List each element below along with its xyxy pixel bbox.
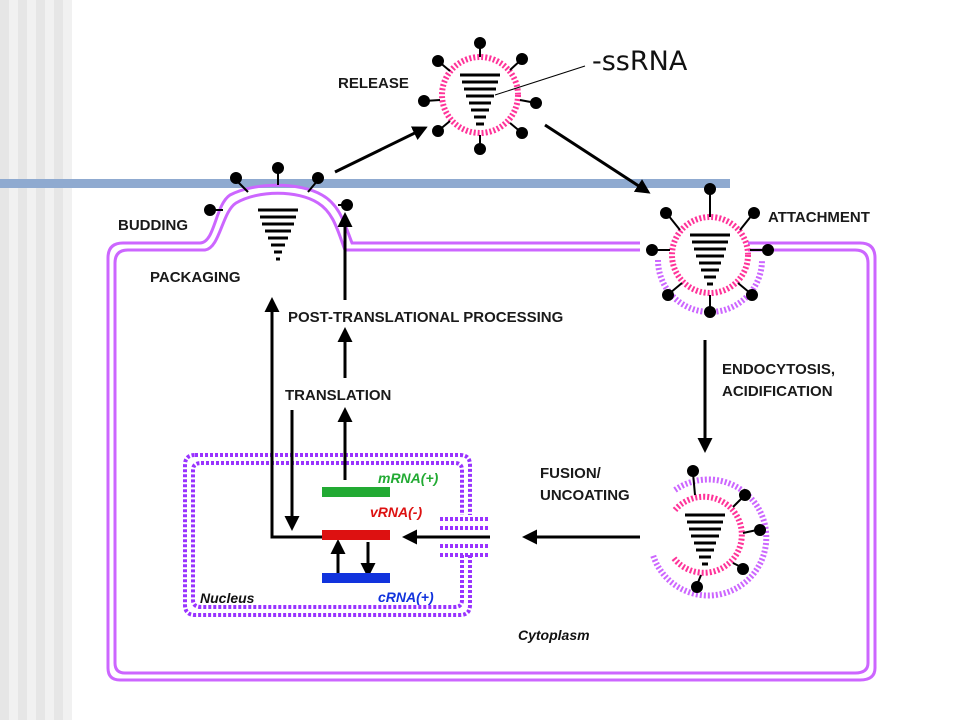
label-attachment: ATTACHMENT (768, 209, 870, 226)
nucleus-membrane (183, 453, 490, 617)
label-fusion: FUSION/ (540, 465, 602, 482)
label-acidification: ACIDIFICATION (722, 383, 833, 400)
label-mrna: mRNA(+) (378, 470, 439, 486)
slide-background (0, 0, 72, 720)
virion-release (418, 37, 542, 155)
label-nucleus: Nucleus (200, 590, 255, 606)
virus-life-cycle-diagram (72, 0, 960, 720)
label-budding: BUDDING (118, 217, 188, 234)
label-packaging: PACKAGING (150, 269, 241, 286)
label-uncoating: UNCOATING (540, 487, 630, 504)
virion-budding (204, 162, 353, 261)
slide-accent-bar (0, 179, 730, 188)
replication-arrows (330, 539, 376, 578)
label-vrna: vRNA(-) (370, 504, 422, 520)
virion-attachment (646, 183, 774, 318)
callout-leader-line (494, 65, 586, 96)
label-endocytosis: ENDOCYTOSIS, (722, 361, 835, 378)
label-crna: cRNA(+) (378, 589, 434, 605)
label-translation: TRANSLATION (285, 387, 391, 404)
packaging-path (264, 297, 322, 539)
mrna-bar (322, 487, 390, 497)
ssrna-callout: -ssRNA (592, 46, 688, 77)
crna-bar (322, 573, 390, 583)
virion-fusion (650, 465, 770, 599)
label-release: RELEASE (338, 75, 409, 92)
vrna-bar (322, 530, 390, 540)
label-cytoplasm: Cytoplasm (518, 627, 590, 643)
label-post-translational: POST-TRANSLATIONAL PROCESSING (288, 309, 563, 326)
cycle-arrows (284, 123, 713, 545)
